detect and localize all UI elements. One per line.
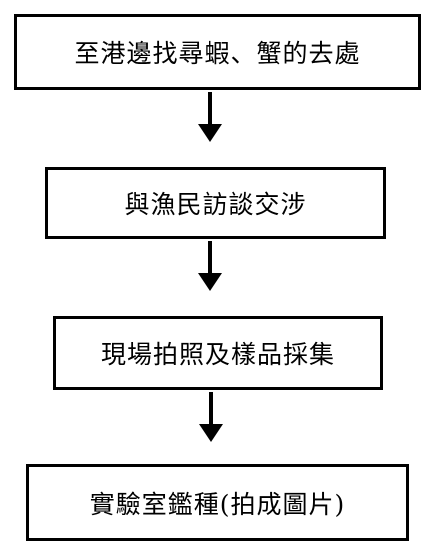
arrow-shaft	[208, 92, 212, 126]
flow-step-1-label: 至港邊找尋蝦、蟹的去處	[74, 39, 361, 68]
arrow-head	[198, 273, 222, 291]
arrow-head	[198, 124, 222, 142]
down-arrow-icon	[199, 392, 223, 442]
flow-step-4: 實驗室鑑種(拍成圖片)	[26, 464, 409, 541]
arrow-head	[199, 424, 223, 442]
arrow-shaft	[209, 392, 213, 426]
flow-step-3: 現場拍照及樣品採集	[53, 316, 383, 390]
flow-step-2-label: 與漁民訪談交涉	[124, 190, 307, 219]
flow-step-2: 與漁民訪談交涉	[45, 167, 386, 239]
flow-step-1: 至港邊找尋蝦、蟹的去處	[14, 14, 421, 90]
arrow-shaft	[208, 241, 212, 275]
down-arrow-icon	[198, 92, 222, 142]
flow-step-3-label: 現場拍照及樣品採集	[100, 340, 335, 369]
flow-step-4-label: 實驗室鑑種(拍成圖片)	[89, 489, 346, 519]
down-arrow-icon	[198, 241, 222, 291]
